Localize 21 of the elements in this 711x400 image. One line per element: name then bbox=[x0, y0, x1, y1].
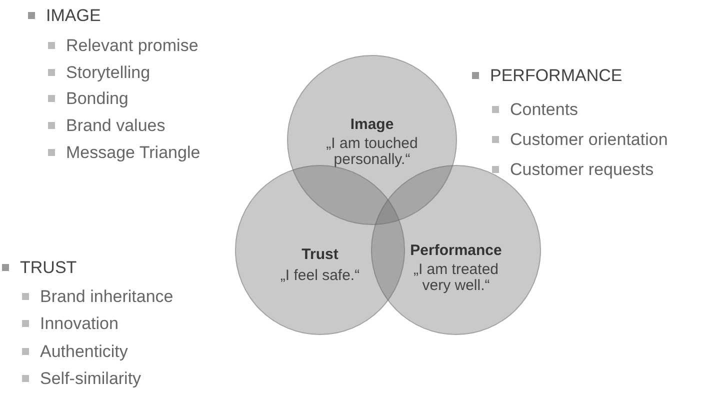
circle-quote: „I am touched personally.“ bbox=[325, 136, 419, 168]
list-item: Message Triangle bbox=[48, 143, 200, 163]
list-item: Bonding bbox=[48, 89, 128, 109]
list-item: Storytelling bbox=[48, 63, 150, 83]
circle-heading: Image bbox=[349, 116, 395, 133]
list-item: Brand inheritance bbox=[22, 287, 174, 307]
list-item: Innovation bbox=[22, 314, 118, 334]
list-heading: IMAGE bbox=[28, 6, 101, 26]
circle-heading: Performance bbox=[409, 242, 503, 259]
circle-quote: „I feel safe.“ bbox=[279, 268, 361, 284]
list-item: Self-similarity bbox=[22, 369, 142, 389]
list-item: Brand values bbox=[48, 116, 166, 136]
circle-heading: Trust bbox=[300, 246, 340, 263]
list-item: Customer requests bbox=[492, 160, 654, 180]
list-heading: PERFORMANCE bbox=[472, 66, 622, 86]
list-item: Customer orientation bbox=[492, 130, 668, 150]
circle-quote: „I am treated very well.“ bbox=[412, 262, 500, 294]
list-item: Authenticity bbox=[22, 342, 128, 362]
list-heading: TRUST bbox=[2, 258, 77, 278]
list-item: Contents bbox=[492, 100, 578, 120]
list-item: Relevant promise bbox=[48, 36, 198, 56]
